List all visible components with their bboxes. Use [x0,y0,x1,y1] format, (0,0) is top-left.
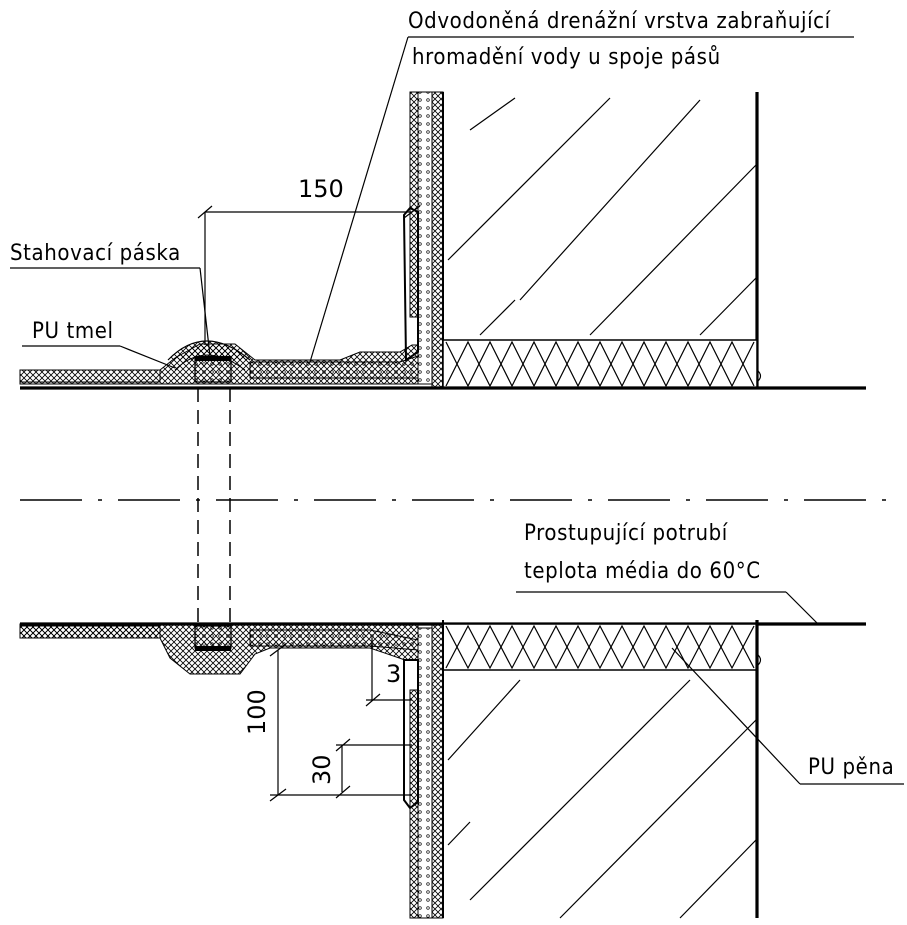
upper-horizontal-membrane [19,340,419,385]
dim-3: 3 [365,638,412,707]
dim-30-text: 30 [308,754,336,785]
dim-150: 150 [197,175,421,345]
label-drainage: Odvodoněná drenážní vrstva zabraňující h… [309,9,854,363]
strap-label: Stahovací páska [10,241,181,266]
pu-sealant-label: PU tmel [32,319,114,344]
label-pu-foam: PU pěna [671,647,904,785]
lower-pu-foam [442,623,762,671]
dim-100: 100 [243,643,412,802]
drainage-label-line1: Odvodoněná drenážní vrstva zabraňující [408,9,832,34]
pipe-label-line2: teplota média do 60°C [524,559,761,584]
pu-foam-label: PU pěna [808,755,894,780]
upper-wall-hatch [447,97,757,336]
lower-wall-hatch [447,679,757,919]
upper-vertical-membrane [402,91,444,389]
pipe-label-line1: Prostupující potrubí [524,521,729,546]
label-pu-sealant: PU tmel [22,319,176,369]
upper-pu-foam [442,339,762,389]
label-strap: Stahovací páska [10,241,211,357]
dim-100-text: 100 [243,689,271,735]
dim-3-text: 3 [386,660,401,688]
strap-projection [197,388,231,622]
dim-30: 30 [308,738,412,799]
lower-horizontal-membrane [19,623,419,675]
drainage-label-line2: hromadění vody u spoje pásů [412,45,721,70]
upper-wall [442,92,759,388]
label-pipe: Prostupující potrubí teplota média do 60… [516,521,819,625]
dim-150-text: 150 [298,175,344,203]
lower-vertical-membrane [403,623,444,919]
